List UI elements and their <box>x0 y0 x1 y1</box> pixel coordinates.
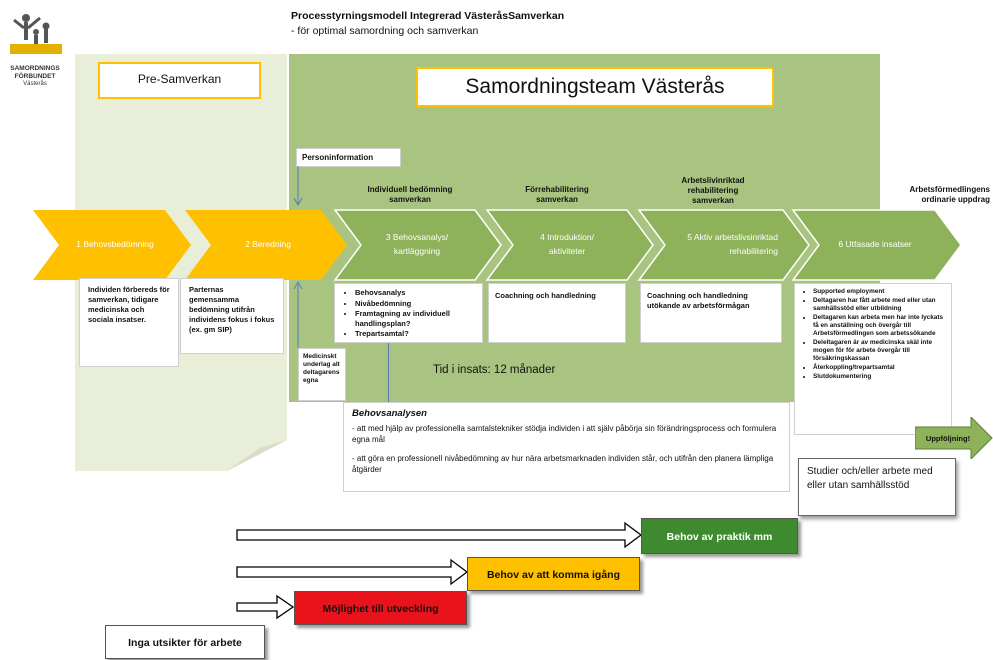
step-mojlighet: Möjlighet till utveckling <box>294 591 467 625</box>
info-box-behovsbedomning: Individen förbereds för samverkan, tidig… <box>79 278 179 367</box>
behovsanalysen-p2: - att göra en professionell nivåbedömnin… <box>352 453 774 475</box>
chevron-label-5: 5 Aktiv arbetslivsinriktad rehabiliterin… <box>687 232 778 256</box>
uppfoljning-arrow-icon <box>915 417 993 459</box>
info-box-aktiv-rehab-text: Coachning och handledning utökande av ar… <box>647 291 750 310</box>
phase-header-arbetslivinriktad: Arbetslivinriktad rehabilitering samverk… <box>681 176 745 205</box>
step-praktik: Behov av praktik mm <box>641 518 798 554</box>
logo-line3: Västerås <box>23 81 47 87</box>
chevron-4 <box>485 209 654 281</box>
step-praktik-label: Behov av praktik mm <box>666 531 773 543</box>
arrow-to-igang <box>236 558 469 586</box>
pre-samverkan-fold <box>225 440 287 472</box>
utfasade-item-2: Deltagaren har fått arbete med eller uta… <box>813 297 945 313</box>
pre-samverkan-label: Pre-Samverkan <box>98 62 261 99</box>
behovsanalys-connector <box>388 343 389 403</box>
info-box-behovsbedomning-text: Individen förbereds för samverkan, tidig… <box>88 285 170 324</box>
step-mojlighet-label: Möjlighet till utveckling <box>322 603 439 615</box>
behovsanalysen-box: Behovsanalysen - att med hjälp av profes… <box>343 402 790 492</box>
utfasade-list: Supported employment Deltagaren har fått… <box>801 288 945 381</box>
medicinskt-arrow <box>293 280 303 348</box>
info-box-beredning: Parternas gemensamma bedömning utifrån i… <box>180 278 284 354</box>
medicinskt-underlag-box: Medicinskt underlag alt deltagarens egna <box>298 348 346 401</box>
medicinskt-underlag-text: Medicinskt underlag alt deltagarens egna <box>303 353 340 384</box>
phase-header-arbetsformedlingen: Arbetsförmedlingens ordinarie uppdrag <box>909 185 990 204</box>
behovsanalys-item-1: Behovsanalys <box>355 288 476 298</box>
step-inga-utsikter: Inga utsikter för arbete <box>105 625 265 659</box>
page-subtitle: - för optimal samordning och samverkan <box>291 25 479 37</box>
utfasade-item-3: Deltagaren kan arbeta men har inte lycka… <box>813 314 945 338</box>
info-box-introduktion-text: Coachning och handledning <box>495 291 596 300</box>
behovsanalysen-title: Behovsanalysen <box>352 408 427 419</box>
chevron-label-4: 4 Introduktion/ aktiviteter <box>540 232 594 256</box>
utfasade-item-5: Återkoppling/trepartsamtal <box>813 364 945 372</box>
utfasade-item-4: Deleltagaren är av medicinska skäl inte … <box>813 339 945 363</box>
info-box-behovsanalys: Behovsanalys Nivåbedömning Framtagning a… <box>334 283 483 343</box>
logo-line2: FÖRBUNDET <box>14 73 56 80</box>
page-title: Processtyrningsmodell Integrerad Västerå… <box>291 10 565 22</box>
behovsanalys-item-3: Framtagning av individuell handlingsplan… <box>355 309 476 328</box>
behovsanalys-item-2: Nivåbedömning <box>355 299 476 309</box>
step-komma-igang-label: Behov av att komma igång <box>486 569 621 581</box>
personinformation-arrow <box>293 166 303 206</box>
step-inga-utsikter-label: Inga utsikter för arbete <box>128 637 242 649</box>
chevron-label-1: 1 Behovsbedömning <box>76 239 154 249</box>
personinformation-box: Personinformation <box>296 148 401 167</box>
chevron-3 <box>333 209 502 281</box>
info-box-beredning-text: Parternas gemensamma bedömning utifrån i… <box>189 285 275 334</box>
chevron-label-2: 2 Beredning <box>245 239 291 249</box>
behovsanalys-list: Behovsanalys Nivåbedömning Framtagning a… <box>341 288 476 339</box>
chevron-5 <box>637 209 810 281</box>
behovsanalys-item-4: Trepartsamtal? <box>355 329 476 339</box>
chevron-label-3: 3 Behovsanalys/ kartläggning <box>385 232 449 256</box>
info-box-introduktion: Coachning och handledning <box>488 283 626 343</box>
chevron-1 <box>33 210 191 280</box>
tid-i-insats: Tid i insats: 12 månader <box>433 364 556 376</box>
chevron-6 <box>791 209 962 281</box>
logo-line1: SAMORDNINGS <box>10 65 60 72</box>
logo-figures-icon <box>10 14 62 54</box>
info-box-aktiv-rehab: Coachning och handledning utökande av ar… <box>640 283 782 343</box>
chevron-label-6: 6 Utfasade insatser <box>838 239 912 249</box>
behovsanalysen-p1: - att med hjälp av professionella samtal… <box>352 423 777 445</box>
chevron-2 <box>185 210 347 280</box>
logo: SAMORDNINGS FÖRBUNDET Västerås <box>4 10 66 95</box>
info-box-utfasade: Supported employment Deltagaren har fått… <box>794 283 952 435</box>
uppfoljning-label: Uppföljning! <box>925 434 971 443</box>
phase-header-forrehabilitering: Förrehabilitering samverkan <box>525 185 589 204</box>
arrow-to-praktik <box>236 521 643 549</box>
utfasade-item-1: Supported employment <box>813 288 945 296</box>
studier-text: Studier och/eller arbete med eller utan … <box>807 466 933 491</box>
studier-box: Studier och/eller arbete med eller utan … <box>798 458 956 516</box>
step-komma-igang: Behov av att komma igång <box>467 557 640 591</box>
arrow-to-utveckling <box>236 594 295 620</box>
utfasade-item-6: Slutdokumentering <box>813 373 945 381</box>
team-title: Samordningsteam Västerås <box>416 67 774 107</box>
phase-header-individuell: Individuell bedömning samverkan <box>367 185 453 204</box>
